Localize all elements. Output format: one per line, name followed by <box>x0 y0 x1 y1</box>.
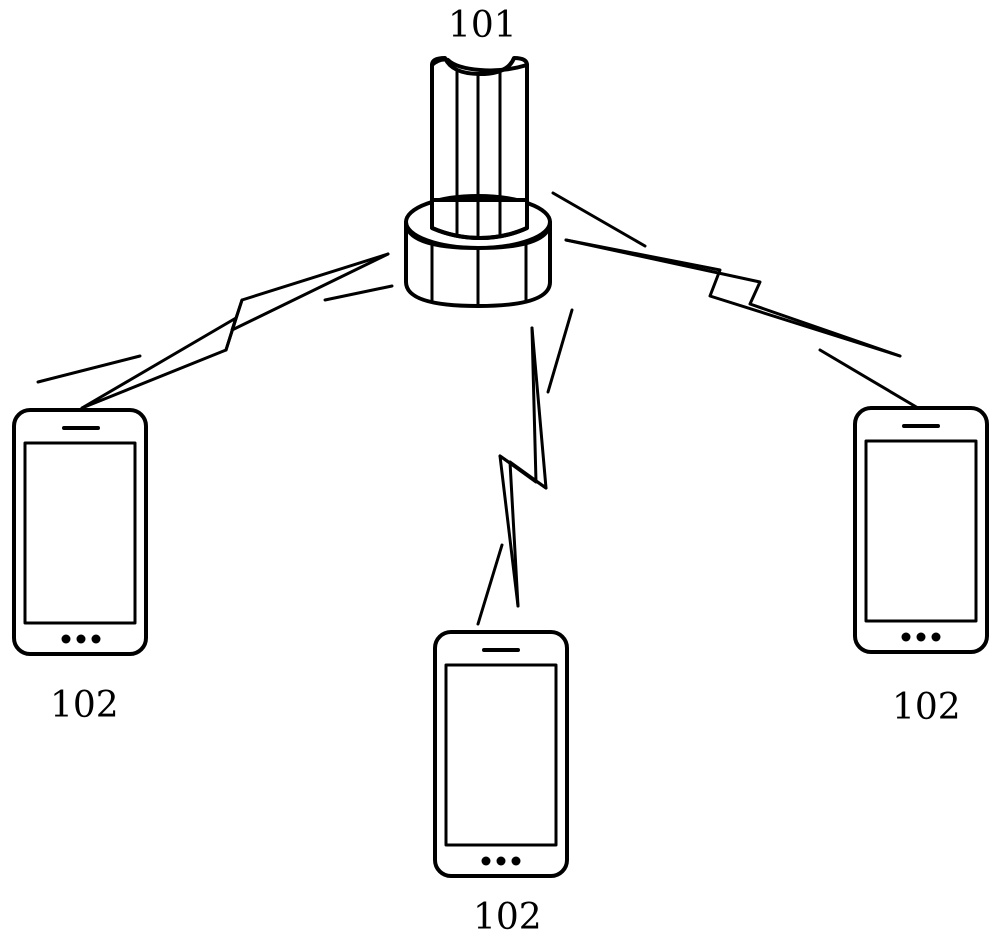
phone-button-dot <box>901 632 911 642</box>
terminal-label-left: 102 <box>50 685 119 726</box>
terminal-label-right: 102 <box>892 687 961 728</box>
mobile-phone-icon <box>853 406 989 654</box>
phone-button-dot <box>916 632 926 642</box>
phone-screen <box>444 663 558 847</box>
phone-button-dot <box>481 856 491 866</box>
wireless-link-icon <box>36 252 394 410</box>
phone-button-dot <box>91 634 101 644</box>
phone-screen <box>864 439 978 623</box>
terminal-label-bottom: 102 <box>473 897 542 938</box>
mobile-phone-icon <box>433 630 569 878</box>
phone-button-dot <box>61 634 71 644</box>
wireless-link-icon <box>551 191 920 410</box>
tower-top <box>430 56 529 76</box>
phone-button-dot <box>511 856 521 866</box>
phone-button-dot <box>76 634 86 644</box>
phone-button-dot <box>931 632 941 642</box>
phone-screen <box>23 441 137 625</box>
base-station-icon <box>404 56 552 308</box>
wireless-link-icon <box>476 308 574 626</box>
mobile-phone-icon <box>12 408 148 656</box>
base-station-label: 101 <box>448 5 517 46</box>
phone-button-dot <box>496 856 506 866</box>
